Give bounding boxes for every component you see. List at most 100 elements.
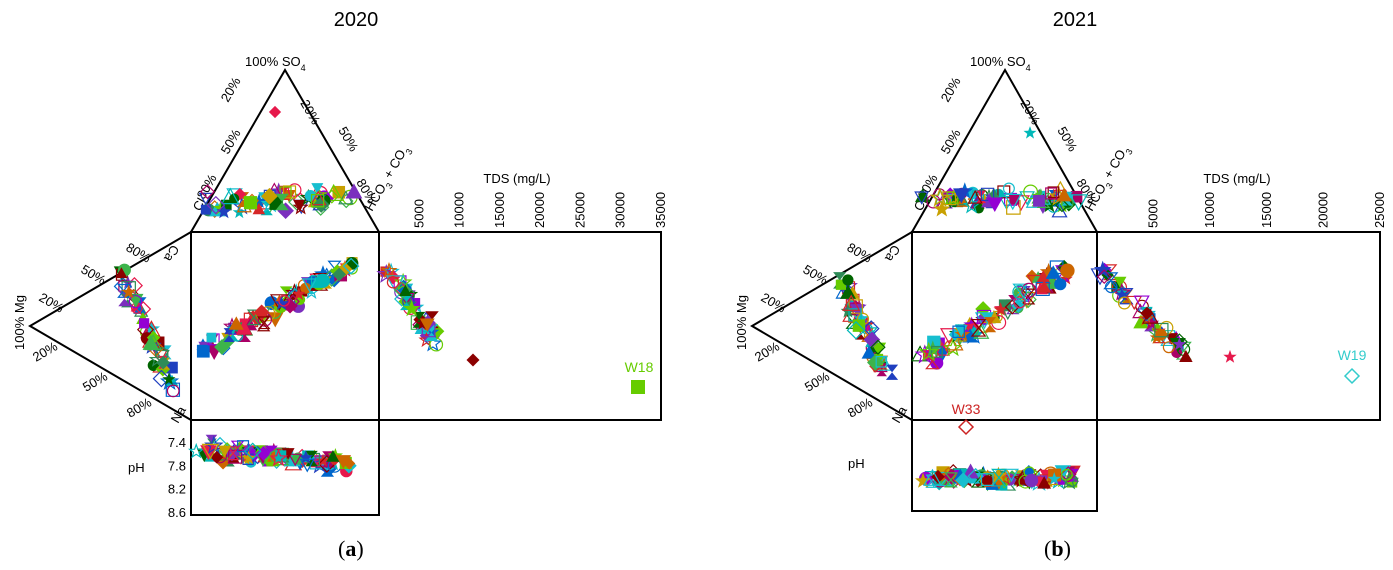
sample-marker [243, 196, 258, 210]
sample-marker [982, 475, 993, 487]
sample-marker [1054, 278, 1067, 291]
ph-tick-label: 7.8 [168, 458, 186, 473]
sample-marker [1060, 263, 1075, 278]
sample-marker [117, 283, 130, 298]
sample-marker [466, 353, 480, 367]
sample-marker [251, 193, 267, 208]
sample-marker [970, 318, 987, 337]
sample-marker [1004, 192, 1017, 206]
sample-marker [121, 281, 136, 296]
sample-marker [162, 372, 176, 385]
tds-field [1096, 231, 1381, 421]
tds-tick-label: 25000 [572, 192, 587, 228]
sample-marker [915, 472, 931, 488]
sample-marker [166, 384, 180, 398]
sample-marker [415, 317, 430, 330]
sample-marker [1019, 191, 1035, 206]
sample-marker [292, 287, 306, 301]
hco3-label: HCO3 + CO3 [1082, 143, 1135, 216]
sample-marker [287, 289, 302, 302]
sample-marker [301, 278, 318, 293]
sample-marker [235, 319, 253, 335]
pct-tick: 20% [37, 290, 67, 316]
sample-marker [1055, 198, 1069, 213]
sample-marker [292, 198, 309, 215]
sample-marker [1002, 182, 1015, 195]
pct-tick: 20% [30, 338, 60, 364]
sample-marker [952, 325, 965, 339]
sample-marker [855, 326, 866, 340]
panel-2021: 2021 100% SO4 100% Mg Cl HCO3 + CO3 Ca N… [734, 0, 1387, 561]
tds-tick-label: 35000 [653, 192, 668, 228]
sample-marker [1133, 295, 1150, 311]
sample-marker [393, 272, 413, 291]
sample-marker [282, 190, 296, 203]
sample-marker [955, 472, 971, 489]
sample-marker [269, 448, 288, 467]
sample-marker [1004, 468, 1019, 482]
sample-markers [113, 105, 480, 478]
sample-marker [226, 446, 240, 461]
sample-marker [984, 317, 997, 333]
sample-marker [870, 339, 886, 355]
sample-marker [1138, 310, 1155, 326]
sample-marker [1035, 270, 1051, 284]
sample-marker [944, 472, 958, 488]
na-label: Na [168, 403, 190, 426]
sample-marker [196, 344, 210, 358]
sample-marker [288, 453, 303, 467]
sample-marker [380, 261, 398, 279]
sample-marker [943, 338, 963, 357]
sample-marker [973, 324, 990, 339]
tds-axis-label: TDS (mg/L) [1203, 171, 1270, 186]
sample-marker [335, 455, 352, 469]
sample-marker [310, 190, 327, 206]
panel-title: 2021 [1053, 9, 1098, 31]
sample-marker [986, 197, 1003, 213]
pct-tick: 80% [845, 394, 875, 420]
sample-marker [139, 318, 150, 329]
sample-marker [1093, 260, 1112, 278]
sample-marker [345, 183, 363, 199]
sample-marker [278, 294, 290, 307]
sample-marker [419, 318, 435, 332]
sample-marker [199, 184, 215, 200]
sample-marker [399, 284, 412, 297]
sample-marker [256, 316, 271, 332]
sample-marker [187, 442, 205, 459]
pct-tick: 20% [759, 290, 789, 316]
sample-marker [241, 450, 256, 465]
sample-marker [1223, 349, 1237, 363]
sample-marker [953, 188, 970, 204]
sample-marker [386, 276, 400, 289]
ca-label: Ca [161, 243, 183, 266]
sample-marker [1115, 288, 1129, 301]
sample-marker [256, 445, 271, 461]
sample-marker [152, 369, 171, 388]
sample-marker [166, 361, 178, 374]
pct-tick: 50% [335, 124, 361, 154]
sample-marker [342, 257, 360, 275]
ph-tick-labels: 7.47.88.28.6 [168, 435, 186, 520]
sample-marker [144, 333, 163, 351]
pct-tick: 80% [124, 394, 154, 420]
sample-marker [861, 345, 877, 359]
sample-marker [927, 335, 941, 349]
sample-marker [989, 466, 1008, 484]
sample-marker [1033, 194, 1045, 207]
sample-marker [885, 364, 899, 380]
tds-tick-label: 15000 [1259, 192, 1274, 228]
sample-marker [1024, 473, 1039, 488]
sample-marker [223, 328, 235, 343]
sample-marker [1037, 476, 1052, 489]
sample-marker [121, 284, 137, 299]
sample-marker [875, 356, 888, 368]
sample-marker [863, 331, 881, 349]
tds-tick-label: 15000 [492, 192, 507, 228]
sample-marker [216, 203, 232, 219]
sample-marker [228, 316, 244, 330]
sample-marker [206, 332, 217, 343]
tds-tick-label: 5000 [1146, 199, 1161, 228]
mg-apex-label: 100% Mg [734, 295, 749, 350]
